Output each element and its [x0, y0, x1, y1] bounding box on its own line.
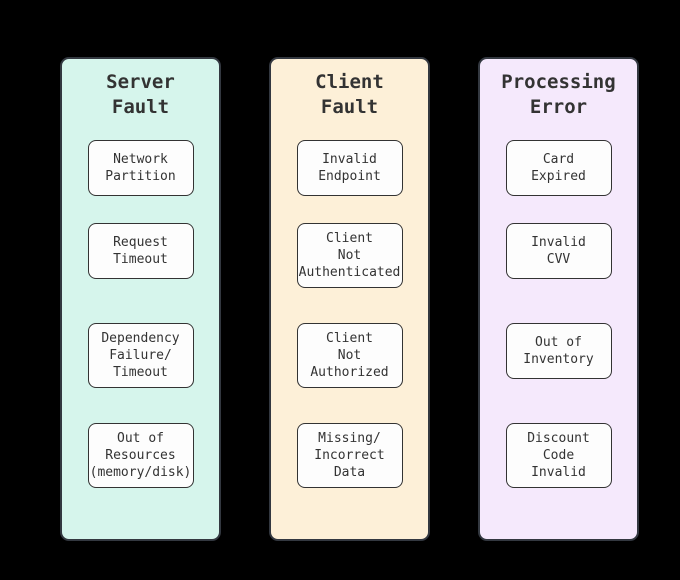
node-invalid-cvv: Invalid CVV: [505, 223, 612, 279]
group-processing-error: Processing Error Card Expired Invalid CV…: [478, 57, 639, 541]
node-discount-code-invalid: Discount Code Invalid: [505, 423, 612, 489]
node-invalid-endpoint: Invalid Endpoint: [296, 140, 403, 196]
node-network-partition: Network Partition: [87, 140, 194, 196]
node-out-of-resources: Out of Resources (memory/disk): [87, 423, 194, 489]
node-card-expired: Card Expired: [505, 140, 612, 196]
node-client-not-authenticated: Client Not Authenticated: [296, 223, 403, 289]
node-missing-incorrect-data: Missing/ Incorrect Data: [296, 423, 403, 489]
node-out-of-inventory: Out of Inventory: [505, 323, 612, 379]
node-client-not-authorized: Client Not Authorized: [296, 323, 403, 389]
group-server-fault: Server Fault Network Partition Request T…: [60, 57, 221, 541]
node-request-timeout: Request Timeout: [87, 223, 194, 279]
group-title-processing-error: Processing Error: [501, 71, 616, 118]
group-title-server-fault: Server Fault: [106, 71, 175, 118]
group-title-client-fault: Client Fault: [315, 71, 384, 118]
node-dependency-failure-timeout: Dependency Failure/ Timeout: [87, 323, 194, 389]
group-client-fault: Client Fault Invalid Endpoint Client Not…: [269, 57, 430, 541]
